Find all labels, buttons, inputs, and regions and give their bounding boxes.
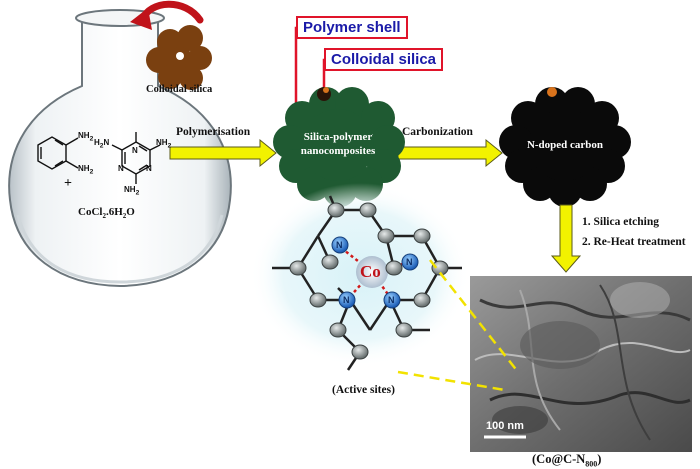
nh2-sub: 2 (135, 189, 140, 197)
lattice-n-1: N (336, 240, 343, 250)
colloidal-silica-box-label: Colloidal silica (324, 48, 444, 71)
plus-sign: + (64, 176, 72, 191)
active-sites-label: (Active sites) (332, 384, 395, 396)
h2n-h: H (94, 138, 100, 147)
h2n-sub: 2 (99, 142, 104, 150)
cocl2-end: O (126, 206, 135, 218)
benzene-nh2-top: NH2 (78, 131, 93, 143)
step-re-heat-treatment: 2. Re-Heat treatment (582, 236, 686, 248)
step-silica-etching: 1. Silica etching (582, 216, 659, 228)
n-doped-carbon-label: N-doped carbon (526, 139, 604, 151)
lattice-n-4: N (388, 295, 395, 305)
silica-polymer-line1: Silica-polymer (303, 131, 373, 143)
co-atom-glow (356, 256, 388, 288)
nh2-text: NH (78, 131, 90, 140)
nitrogen-atoms (331, 236, 419, 309)
nh2-sub: 2 (89, 135, 94, 143)
triazine-n-3: N (146, 164, 152, 173)
cocl2-text: CoCl (78, 206, 103, 218)
polymerisation-arrow (169, 138, 277, 168)
round-bottom-flask (8, 9, 232, 288)
product-sub: 800 (585, 459, 598, 469)
colloidal-silica-cluster (146, 25, 212, 90)
co-atom-label: Co (360, 262, 381, 281)
triazine-h2n-left: H2N (94, 138, 109, 150)
silica-polymer-line2: nanocomposites (300, 145, 376, 157)
curved-red-arrow (130, 0, 204, 30)
silica-polymer-label: Silica-polymer nanocomposites (296, 130, 380, 158)
polymer-shell-label: Polymer shell (296, 16, 408, 39)
product-label: (Co@C-N800) (532, 452, 601, 469)
scale-bar-label: 100 nm (486, 420, 524, 432)
h2n-n: N (103, 138, 110, 147)
cocl2-label: CoCl2.6H2O (78, 206, 135, 220)
colloidal-silica-label: Colloidal silica (146, 84, 213, 95)
product-suffix: ) (597, 452, 602, 466)
carbon-atoms (289, 202, 449, 360)
triazine-n-1: N (132, 146, 138, 155)
zoom-dashed-lines (397, 259, 519, 392)
melamine-structure (111, 132, 161, 184)
carbonization-label: Carbonization (402, 126, 473, 138)
nh2-text: NH (78, 164, 90, 173)
benzene-nh2-bottom: NH2 (78, 164, 93, 176)
nh2-sub: 2 (89, 168, 94, 176)
tem-image (470, 276, 692, 452)
carbonization-arrow (397, 138, 503, 168)
nh2-sub: 2 (167, 142, 172, 150)
cocl2-sub: 2 (102, 212, 106, 221)
lattice-n-3: N (343, 295, 350, 305)
lattice-n-2: N (406, 257, 413, 267)
cocl2-hydrate: .6H (105, 206, 123, 218)
o-phenylenediamine-structure (37, 136, 79, 170)
nh2-text: NH (156, 138, 168, 147)
triazine-n-2: N (118, 164, 124, 173)
triazine-nh2-right: NH2 (156, 138, 171, 150)
etching-arrow (550, 204, 582, 273)
polymerisation-label: Polymerisation (176, 126, 251, 138)
nh2-text: NH (124, 185, 136, 194)
product-prefix: (Co@C-N (532, 452, 586, 466)
triazine-nh2-bottom: NH2 (124, 185, 139, 197)
n-doped-carbon-cluster (499, 87, 631, 207)
cocl2-sub-2: 2 (122, 212, 127, 221)
